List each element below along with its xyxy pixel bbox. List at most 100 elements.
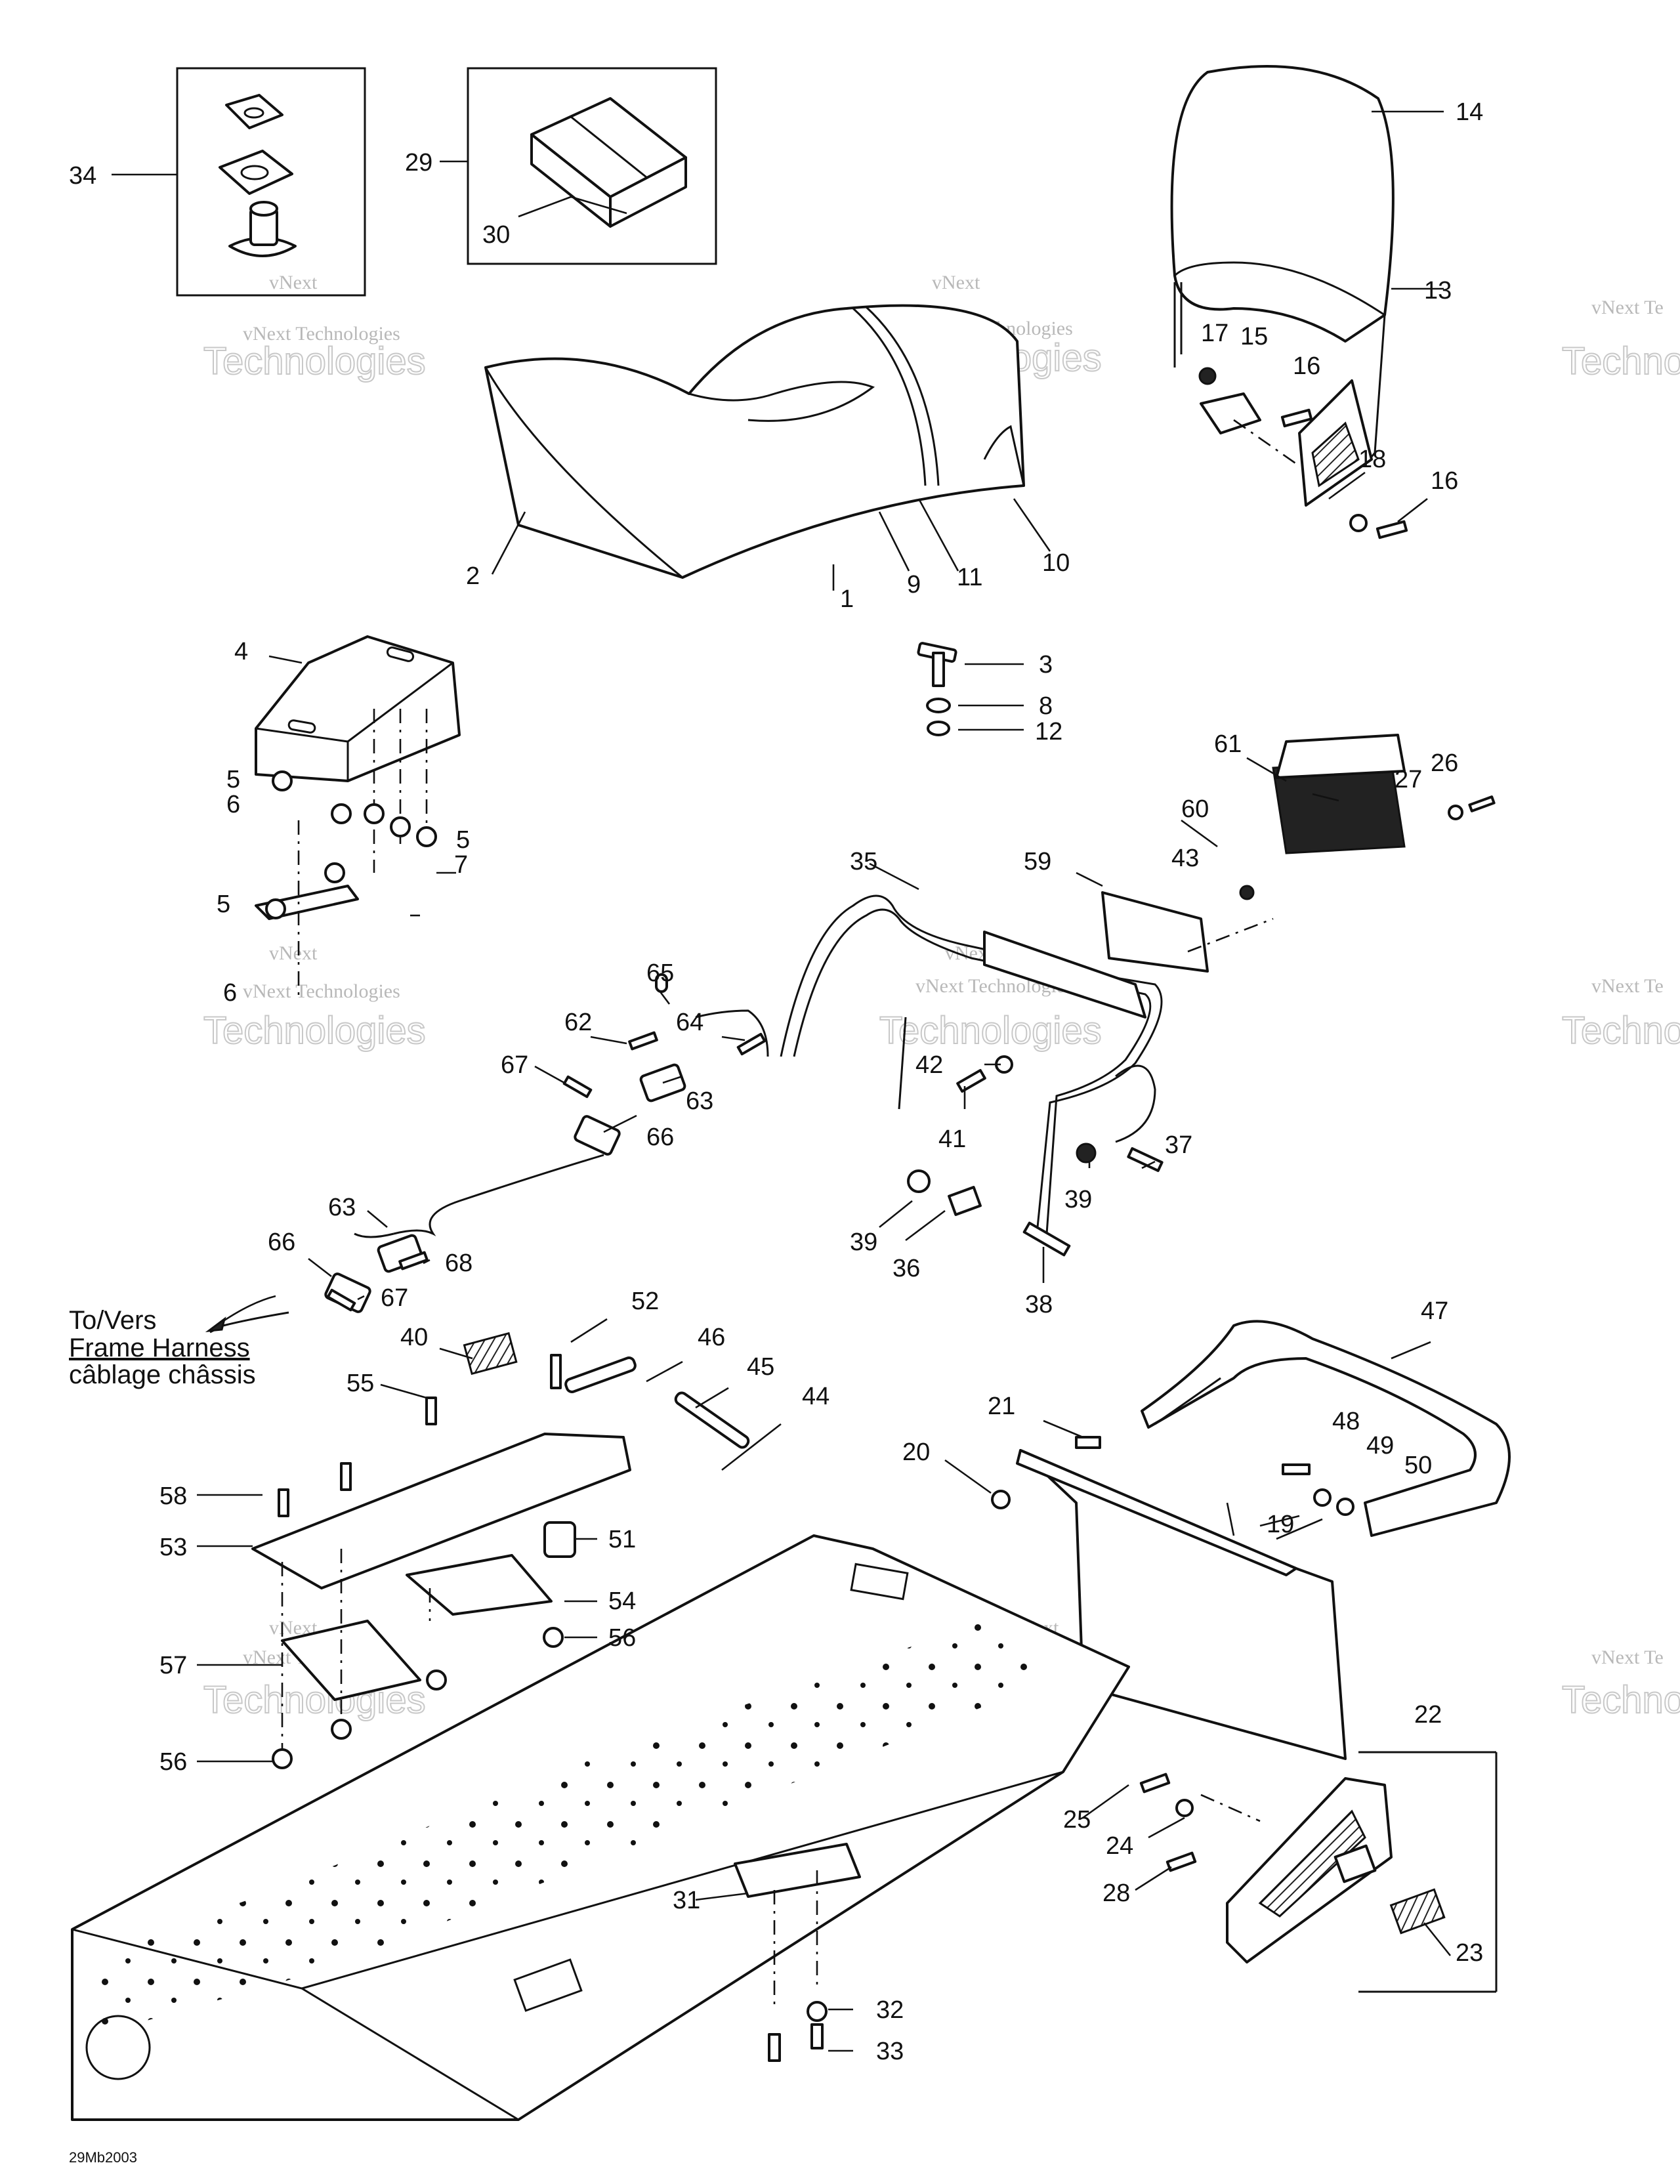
callout-38: 38 — [1025, 1291, 1053, 1318]
callout-9: 9 — [907, 571, 921, 598]
callout-10: 10 — [1042, 549, 1070, 577]
watermark-bottom: Technologies — [203, 340, 426, 383]
callout-65: 65 — [646, 959, 674, 987]
callout-66: 66 — [268, 1228, 295, 1256]
callout-39: 39 — [1064, 1186, 1092, 1213]
callout-34: 34 — [69, 162, 96, 190]
diagram-code: 29Mb2003 — [69, 2149, 137, 2166]
watermark-top: vNext — [269, 272, 318, 293]
callout-32: 32 — [876, 1996, 904, 2024]
watermark-edge: vNext Te — [1591, 297, 1664, 318]
callout-41: 41 — [938, 1125, 966, 1153]
box-29-pad — [440, 67, 717, 265]
callout-16: 16 — [1293, 352, 1320, 380]
callout-44: 44 — [802, 1383, 830, 1410]
callout-15: 15 — [1240, 323, 1268, 350]
callout-62: 62 — [564, 1009, 592, 1036]
callout-47: 47 — [1421, 1297, 1448, 1325]
box-34-mount-kit — [112, 67, 366, 297]
callout-48: 48 — [1332, 1408, 1360, 1435]
reflector-assembly — [1200, 1751, 1498, 1993]
frame-harness-note: To/Vers Frame Harness câblage châssis — [69, 1295, 276, 1389]
callout-67: 67 — [501, 1051, 528, 1079]
callout-40: 40 — [400, 1324, 428, 1351]
watermark-top: vNext — [932, 272, 980, 293]
callout-45: 45 — [747, 1353, 774, 1381]
watermark-edge: Techno — [1562, 1009, 1680, 1052]
callout-68: 68 — [445, 1250, 472, 1277]
note-line-2: Frame Harness — [69, 1334, 250, 1362]
callout-58: 58 — [159, 1482, 187, 1510]
watermark-bottom: Technologies — [879, 1009, 1102, 1052]
callout-66: 66 — [646, 1124, 674, 1151]
note-line-3: câblage châssis — [69, 1360, 256, 1389]
callout-57: 57 — [159, 1652, 187, 1679]
callout-43: 43 — [1171, 845, 1199, 872]
callout-60: 60 — [1181, 795, 1209, 823]
callout-14: 14 — [1456, 98, 1483, 126]
callout-28: 28 — [1102, 1880, 1130, 1907]
callout-21: 21 — [988, 1393, 1015, 1420]
callout-16: 16 — [1431, 467, 1458, 495]
callout-6: 6 — [226, 791, 240, 818]
callout-20: 20 — [902, 1438, 930, 1466]
callout-17: 17 — [1201, 320, 1228, 347]
callout-52: 52 — [631, 1288, 659, 1315]
callout-19: 19 — [1267, 1511, 1294, 1538]
callout-31: 31 — [673, 1887, 700, 1914]
callout-6: 6 — [223, 979, 237, 1007]
callout-8: 8 — [1039, 692, 1053, 720]
callout-51: 51 — [608, 1526, 636, 1553]
callout-29: 29 — [405, 149, 432, 177]
callout-56: 56 — [159, 1748, 187, 1776]
callout-12: 12 — [1035, 718, 1062, 746]
callout-67: 67 — [381, 1284, 408, 1312]
seat-assembly — [484, 304, 1025, 579]
callout-64: 64 — [676, 1009, 704, 1036]
callout-27: 27 — [1395, 766, 1422, 793]
grab-handle-35 — [780, 734, 1406, 1234]
pad-4-assembly — [255, 635, 461, 998]
callout-63: 63 — [686, 1087, 713, 1115]
callout-35: 35 — [850, 848, 877, 875]
callout-39: 39 — [850, 1228, 877, 1256]
callout-56: 56 — [608, 1624, 636, 1652]
callout-23: 23 — [1456, 1939, 1483, 1967]
callout-26: 26 — [1431, 749, 1458, 777]
callout-7: 7 — [454, 851, 468, 879]
watermark-edge: vNext Te — [1591, 975, 1664, 997]
watermark-edge: vNext Te — [1591, 1647, 1664, 1668]
callout-5: 5 — [456, 826, 470, 854]
callout-37: 37 — [1165, 1131, 1192, 1159]
bracket-plates — [251, 1332, 750, 1752]
watermark-mid: vNext Technologies — [243, 980, 400, 1002]
callout-36: 36 — [892, 1255, 920, 1282]
watermark-top: vNext — [269, 942, 318, 964]
callout-54: 54 — [608, 1587, 636, 1615]
callout-4: 4 — [234, 638, 248, 665]
callout-61: 61 — [1214, 730, 1242, 758]
callout-18: 18 — [1358, 446, 1386, 473]
wire-harness — [209, 1009, 769, 1334]
callout-46: 46 — [698, 1324, 725, 1351]
callout-1: 1 — [840, 585, 854, 613]
callout-3: 3 — [1039, 651, 1053, 679]
callout-labels: 34 29 30 14 13 17 15 16 18 16 2 1 9 11 1… — [69, 98, 1483, 2065]
callout-33: 33 — [876, 2038, 904, 2065]
callout-22: 22 — [1414, 1701, 1442, 1729]
watermark-edge: Techno — [1562, 340, 1680, 383]
grab-handle-47 — [1141, 1320, 1511, 1537]
fasteners — [272, 367, 1496, 2062]
callout-53: 53 — [159, 1534, 187, 1561]
callout-11: 11 — [957, 564, 982, 591]
callout-42: 42 — [915, 1051, 943, 1079]
callout-13: 13 — [1424, 277, 1452, 304]
callout-5: 5 — [217, 891, 230, 918]
callout-55: 55 — [346, 1370, 374, 1397]
callout-63: 63 — [328, 1194, 356, 1221]
watermark-mid: vNext Technologies — [243, 323, 400, 345]
tunnel — [71, 1534, 1130, 2121]
callout-25: 25 — [1063, 1806, 1091, 1834]
hardware-3-8-12 — [917, 642, 957, 736]
